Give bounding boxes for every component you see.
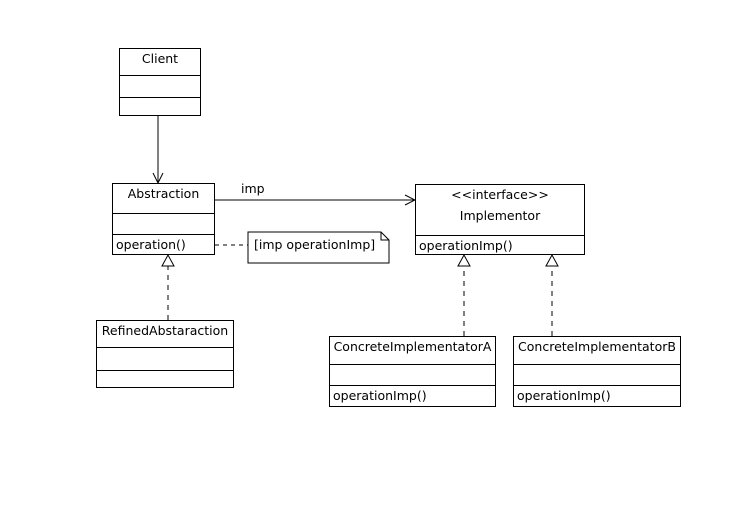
refined-abstraction-class-name: RefinedAbstaraction (101, 323, 229, 338)
concrete-implementator-b-class[interactable]: ConcreteImplementatorB operationImp() (513, 336, 681, 407)
abstraction-class[interactable]: Abstraction operation() (112, 183, 215, 255)
note-text: [imp operationImp] (254, 237, 376, 252)
concrete-b-attributes (514, 364, 680, 385)
abstraction-class-name: Abstraction (127, 186, 200, 201)
concrete-b-class-name: ConcreteImplementatorB (518, 339, 676, 354)
note-dog-ear (380, 232, 389, 241)
implementor-stereotype: <<interface>> (451, 187, 549, 202)
implementor-operation: operationImp() (416, 235, 584, 260)
concrete-a-class-name: ConcreteImplementatorA (333, 339, 492, 354)
refined-abstraction-operations (97, 370, 233, 391)
refined-to-abstraction-triangle (161, 253, 175, 267)
concrete-b-operation: operationImp() (514, 385, 680, 410)
note-shape (247, 231, 390, 264)
concrete-a-operation: operationImp() (330, 385, 495, 410)
concrete-a-attributes (330, 364, 495, 385)
client-class[interactable]: Client (119, 48, 201, 116)
abstraction-attributes (113, 213, 214, 234)
concreteB-to-implementor-triangle (545, 253, 559, 267)
association-label-imp: imp (241, 181, 265, 196)
client-operations (120, 97, 200, 119)
concreteA-to-implementor-triangle (457, 253, 471, 267)
implementor-interface[interactable]: <<interface>> Implementor operationImp() (415, 184, 585, 255)
refined-abstraction-class[interactable]: RefinedAbstaraction (96, 320, 234, 388)
concrete-implementator-a-class[interactable]: ConcreteImplementatorA operationImp() (329, 336, 496, 407)
implementor-class-name: Implementor (459, 208, 541, 223)
client-attributes (120, 75, 200, 97)
client-class-name: Client (141, 51, 179, 66)
refined-abstraction-attributes (97, 347, 233, 370)
abstraction-operation: operation() (113, 234, 214, 258)
